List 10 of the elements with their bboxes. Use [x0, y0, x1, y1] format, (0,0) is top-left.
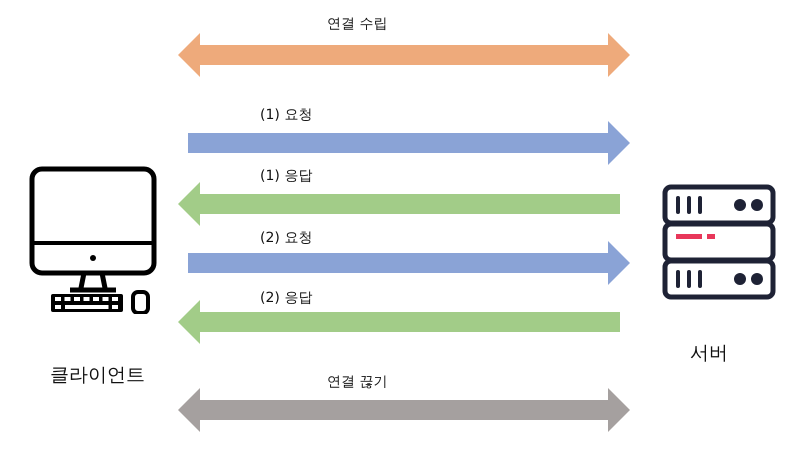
block-arrow — [188, 241, 630, 285]
block-arrow — [178, 182, 620, 226]
block-arrow — [178, 33, 630, 77]
block-arrow — [178, 300, 620, 344]
edge-label: (1) 응답 — [258, 167, 314, 185]
node-label: 서버 — [689, 341, 729, 366]
block-arrow — [178, 388, 630, 432]
block-arrow — [188, 121, 630, 165]
edge-label: (2) 응답 — [258, 289, 314, 307]
node-label: 클라이언트 — [49, 363, 146, 388]
